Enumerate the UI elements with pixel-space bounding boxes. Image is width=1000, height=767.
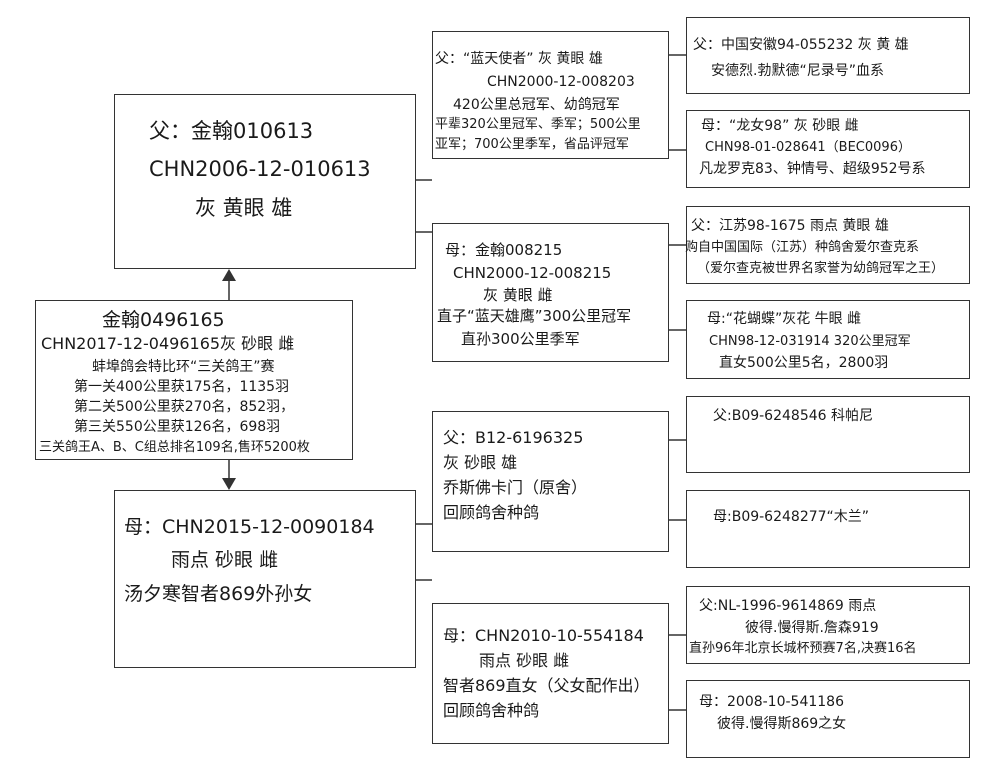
dd-dam-box: 母：2008-10-541186 彼得.慢得斯869之女: [686, 680, 970, 758]
sd-sire-line: 父：江苏98-1675 雨点 黄眼 雄: [691, 218, 889, 234]
dd-sire-box: 父:NL-1996-9614869 雨点 彼得.慢得斯.詹森919 直孙96年北…: [686, 586, 970, 664]
sire-sire-note: 平辈320公里冠军、季军；500公里: [435, 117, 641, 132]
dam-sire-note: 回顾鸽舍种鸽: [443, 503, 540, 522]
dam-sire-note: 乔斯佛卡门（原舍）: [443, 478, 588, 497]
sire-ring-label: 父：金翰010613: [149, 119, 314, 143]
ds-dam-box: 母:B09-6248277“木兰”: [686, 490, 970, 568]
sire-ring-number: CHN2006-12-010613: [149, 157, 371, 181]
sire-dam-box: 母：金翰008215 CHN2000-12-008215 灰 黄眼 雌 直子“蓝…: [432, 223, 669, 362]
dd-dam-line: 母：2008-10-541186: [699, 694, 844, 710]
subject-result-2: 第二关500公里获270名，852羽，: [74, 399, 295, 415]
dam-sire-line: 父：B12-6196325: [443, 428, 584, 447]
sire-dam-note: 直子“蓝天雄鹰”300公里冠军: [437, 307, 632, 325]
sire-dam-ring: CHN2000-12-008215: [453, 264, 612, 282]
ss-dam-line: 母：“龙女98” 灰 砂眼 雌: [701, 118, 859, 134]
sire-sire-ring: CHN2000-12-008203: [487, 74, 635, 90]
arrow-up-icon: [222, 269, 236, 281]
dam-note: 汤夕寒智者869外孙女: [124, 583, 313, 605]
dam-sire-color: 灰 砂眼 雄: [443, 453, 518, 472]
sd-sire-note: （爱尔查克被世界名家誉为幼鸽冠军之王）: [697, 261, 945, 276]
subject-result-1: 第一关400公里获175名，1135羽: [74, 379, 290, 395]
dam-box: 母：CHN2015-12-0090184 雨点 砂眼 雌 汤夕寒智者869外孙女: [114, 490, 416, 668]
dam-dam-line: 母：CHN2010-10-554184: [443, 626, 644, 645]
sd-dam-line: 母:“花蝴蝶”灰花 牛眼 雌: [707, 311, 862, 327]
sire-dam-line: 母：金翰008215: [445, 241, 563, 259]
dam-dam-color: 雨点 砂眼 雌: [479, 651, 570, 670]
ds-dam-line: 母:B09-6248277“木兰”: [713, 509, 870, 525]
dam-ring-number: 母：CHN2015-12-0090184: [124, 516, 375, 538]
dd-sire-note: 彼得.慢得斯.詹森919: [745, 620, 879, 636]
sd-sire-box: 父：江苏98-1675 雨点 黄眼 雄 购自中国国际（江苏）种鸽舍爱尔查克系 （…: [685, 206, 970, 284]
sire-box: 父：金翰010613 CHN2006-12-010613 灰 黄眼 雄: [114, 94, 416, 269]
dam-dam-note: 回顾鸽舍种鸽: [443, 701, 540, 720]
sire-sire-note: 亚军；700公里季军，省品评冠军: [435, 137, 629, 152]
ss-dam-ring: CHN98-01-028641（BEC0096）: [705, 140, 911, 155]
ss-sire-note: 安德烈.勃默德“尼录号”血系: [711, 63, 884, 79]
sd-dam-ring: CHN98-12-031914 320公里冠军: [709, 334, 911, 349]
dd-sire-note: 直孙96年北京长城杯预赛7名,决赛16名: [689, 641, 917, 656]
subject-summary: 三关鸽王A、B、C组总排名109名,售环5200枚: [39, 440, 310, 455]
sire-sire-note: 420公里总冠军、幼鸽冠军: [453, 97, 620, 113]
sire-sire-line: 父：“蓝天使者” 灰 黄眼 雄: [435, 51, 603, 67]
ss-sire-line: 父：中国安徽94-055232 灰 黄 雄: [693, 37, 909, 53]
ss-sire-box: 父：中国安徽94-055232 灰 黄 雄 安德烈.勃默德“尼录号”血系: [686, 17, 970, 94]
arrow-down-icon: [222, 478, 236, 490]
sd-dam-box: 母:“花蝴蝶”灰花 牛眼 雌 CHN98-12-031914 320公里冠军 直…: [686, 300, 970, 379]
dam-color: 雨点 砂眼 雌: [171, 549, 279, 571]
subject-result-3: 第三关550公里获126名，698羽: [74, 419, 281, 435]
subject-ring-number: CHN2017-12-0496165灰 砂眼 雌: [41, 334, 295, 353]
subject-box: 金翰0496165 CHN2017-12-0496165灰 砂眼 雌 蚌埠鸽会特…: [35, 300, 353, 460]
subject-race: 蚌埠鸽会特比环“三关鸽王”赛: [92, 359, 275, 375]
sire-dam-color: 灰 黄眼 雌: [483, 286, 553, 304]
dam-dam-box: 母：CHN2010-10-554184 雨点 砂眼 雌 智者869直女（父女配作…: [432, 603, 669, 744]
dam-sire-box: 父：B12-6196325 灰 砂眼 雄 乔斯佛卡门（原舍） 回顾鸽舍种鸽: [432, 411, 669, 552]
dd-dam-note: 彼得.慢得斯869之女: [717, 716, 847, 732]
sire-sire-box: 父：“蓝天使者” 灰 黄眼 雄 CHN2000-12-008203 420公里总…: [432, 31, 669, 159]
sd-sire-note: 购自中国国际（江苏）种鸽舍爱尔查克系: [685, 240, 920, 255]
sire-dam-note: 直孙300公里季军: [461, 330, 580, 348]
sire-color: 灰 黄眼 雄: [195, 196, 293, 220]
ss-dam-box: 母：“龙女98” 灰 砂眼 雌 CHN98-01-028641（BEC0096）…: [686, 110, 970, 188]
sd-dam-note: 直女500公里5名，2800羽: [719, 355, 889, 371]
dd-sire-line: 父:NL-1996-9614869 雨点: [699, 598, 877, 614]
subject-name: 金翰0496165: [102, 309, 225, 331]
ds-sire-line: 父:B09-6248546 科帕尼: [713, 408, 873, 424]
dam-dam-note: 智者869直女（父女配作出）: [443, 676, 650, 695]
ds-sire-box: 父:B09-6248546 科帕尼: [686, 396, 970, 473]
ss-dam-note: 凡龙罗克83、钟情号、超级952号系: [699, 161, 926, 177]
